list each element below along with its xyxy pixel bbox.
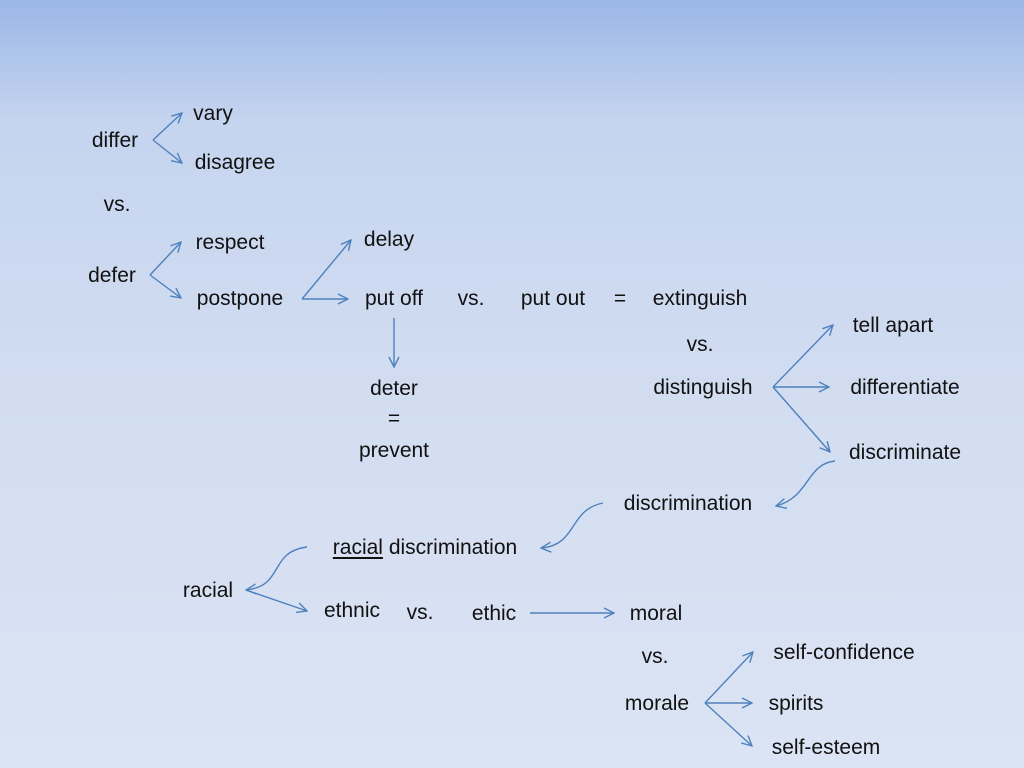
arrow-discriminate-discrimination [776, 460, 836, 506]
arrow-defer-postpone [149, 274, 181, 298]
word-differ: differ [91, 129, 139, 152]
word-spirits: spirits [768, 692, 824, 715]
arrow-discrimination-racialdiscrimination [541, 502, 604, 548]
arrow-differ-vary [152, 113, 182, 141]
word-discriminate: discriminate [848, 441, 962, 464]
phrase-racial-discrimination: racial discrimination [333, 536, 517, 560]
arrow-distinguish-tellapart [772, 325, 833, 388]
arrow-morale-selfesteem [704, 702, 752, 746]
underlined-racial: racial [332, 536, 383, 559]
arrow-distinguish-discriminate [772, 386, 830, 452]
word-prevent: prevent [358, 439, 430, 462]
word-moral: moral [629, 602, 683, 625]
arrow-morale-selfconfidence [704, 652, 753, 704]
word-defer: defer [88, 264, 136, 287]
word-distinguish: distinguish [653, 376, 753, 399]
word-discrimination: discrimination [623, 492, 753, 515]
vs-label-5: vs. [641, 645, 669, 668]
vs-label-4: vs. [406, 601, 434, 624]
word-differentiate: differentiate [850, 376, 960, 399]
word-put-out: put out [520, 287, 586, 310]
word-delay: delay [363, 228, 415, 251]
arrow-differ-disagree [152, 139, 182, 163]
phrase-discrimination: discrimination [388, 536, 518, 559]
word-put-off: put off [365, 287, 423, 310]
word-racial: racial [182, 579, 234, 602]
word-postpone: postpone [196, 287, 284, 310]
word-respect: respect [195, 231, 265, 254]
word-deter: deter [370, 377, 418, 400]
word-ethnic: ethnic [323, 599, 381, 622]
word-disagree: disagree [194, 151, 276, 174]
arrow-racialdiscrimination-racial [246, 546, 308, 590]
vs-label-3: vs. [686, 333, 714, 356]
arrow-postpone-delay [301, 240, 351, 300]
equals-sign-1: = [613, 287, 627, 310]
arrow-racial-ethnic [245, 589, 307, 611]
word-self-confidence: self-confidence [773, 641, 915, 664]
word-extinguish: extinguish [652, 287, 748, 310]
word-ethic: ethic [471, 602, 517, 625]
equals-sign-2: = [387, 407, 401, 430]
arrow-defer-respect [149, 242, 181, 276]
word-morale: morale [624, 692, 690, 715]
vs-label-2: vs. [457, 287, 485, 310]
word-self-esteem: self-esteem [771, 736, 881, 759]
word-vary: vary [193, 102, 233, 125]
vs-label-1: vs. [103, 193, 131, 216]
word-tell-apart: tell apart [852, 314, 934, 337]
